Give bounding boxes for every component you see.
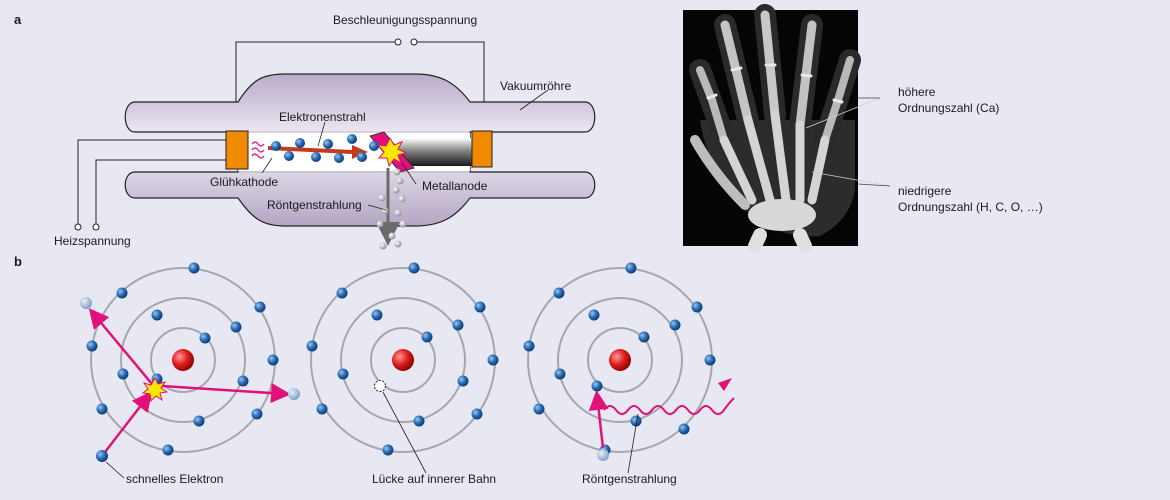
lower-z-leader [857,183,891,187]
panel-label-b: b [14,254,22,269]
fast-electron-label: schnelles Elektron [126,472,223,486]
atom-3-transition-electron [597,449,609,461]
cathode-block [225,130,249,170]
higher-z-label-line1: höhere [898,85,936,99]
hand-xray-image [683,4,891,253]
atom-1-nucleus [172,349,194,371]
impact-star-a [376,136,408,168]
electron-beam-label: Elektronenstrahl [279,110,366,124]
anode-barrel [398,138,476,166]
gap-label: Lücke auf innerer Bahn [372,472,496,486]
higher-z-label-line2: Ordnungszahl (Ca) [898,101,999,115]
accel-voltage-circuit [235,38,485,130]
vacancy-marker [374,380,386,392]
accel-voltage-label: Beschleunigungsspannung [333,13,477,27]
electron-beam-arrow [267,146,353,154]
vacuum-tube-label: Vakuumröhre [500,79,571,93]
xray-b-leader [627,413,639,474]
xray-photon-wave [603,397,735,415]
atom-3-nucleus [609,349,631,371]
fast-electron [96,450,108,462]
lower-z-label-line1: niedrigere [898,184,952,198]
heating-voltage-circuit [74,139,226,231]
impact-star-b [141,376,169,403]
panel-label-a: a [14,12,22,27]
atom-3-filled-electron [591,380,603,392]
electron-beam-arrowhead [352,145,368,159]
heating-voltage-label: Heizspannung [54,234,131,248]
fast-electron-leader [105,461,125,479]
atom-1-collision-arrows [88,308,291,457]
atom-2-nucleus [392,349,414,371]
gap-leader [382,391,427,474]
atom-3-electrons [523,262,716,456]
lower-z-label-line2: Ordnungszahl (H, C, O, …) [898,200,1043,214]
cathode-label: Glühkathode [210,175,278,189]
atom-2-electrons [306,262,499,456]
ejected-electron [288,388,300,400]
filament-coil [251,141,265,159]
beam-electrons [271,134,379,163]
anode-label: Metallanode [422,179,488,193]
xray-label-a: Röntgenstrahlung [267,198,362,212]
scattered-electron [80,297,92,309]
anode-contact-block [471,130,493,168]
xray-photons [376,168,407,250]
transition-arrow [588,390,609,449]
tube-leader-lines [261,89,549,211]
xray-photon-arrowhead [718,378,732,391]
xray-label-b: Röntgenstrahlung [582,472,677,486]
